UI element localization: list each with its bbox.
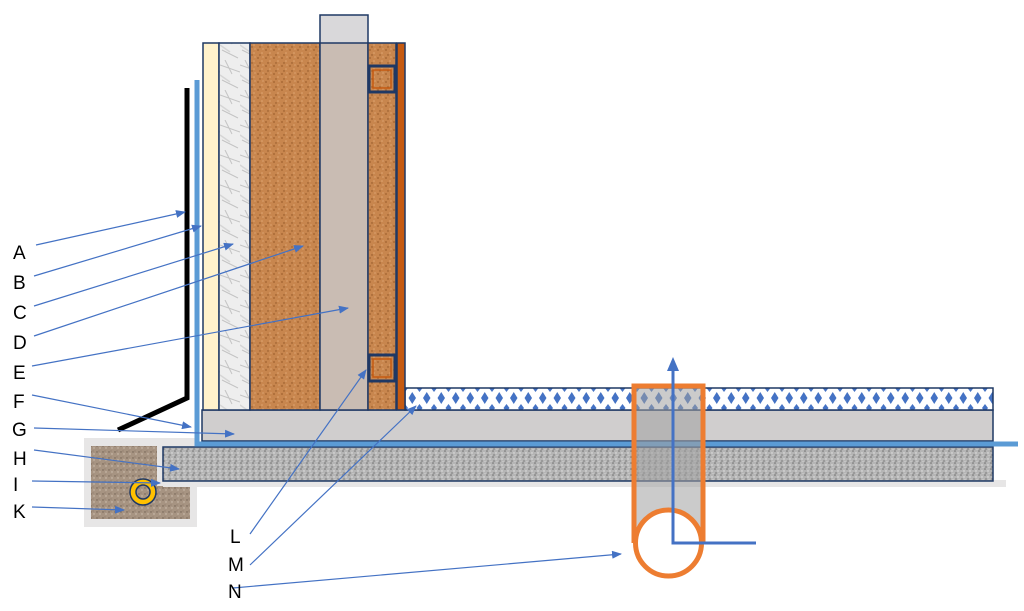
label-C: C <box>13 303 27 324</box>
label-D: D <box>13 333 27 354</box>
label-E: E <box>13 363 26 384</box>
drain-pipe-hole <box>135 484 151 500</box>
label-L: L <box>230 527 241 548</box>
leader-K <box>31 505 125 514</box>
leader-B <box>33 224 202 277</box>
label-F: F <box>13 392 25 413</box>
leader-C <box>33 242 234 307</box>
inner-trim <box>396 42 406 411</box>
label-K: K <box>13 502 26 523</box>
label-H: H <box>13 449 27 470</box>
label-G: G <box>12 420 27 441</box>
column <box>319 42 369 411</box>
membrane-line <box>194 80 1018 447</box>
label-M: M <box>228 555 244 576</box>
batten-bottom-inner <box>372 358 392 378</box>
label-A: A <box>13 243 26 264</box>
gravel-base-shadow <box>163 480 1006 487</box>
label-N: N <box>228 582 242 603</box>
heat-flow-line <box>667 357 756 545</box>
cream-layer <box>202 42 220 411</box>
cork-insulation <box>249 42 321 411</box>
leader-A <box>35 210 186 246</box>
leader-L <box>249 369 367 535</box>
batten-bottom <box>367 353 397 383</box>
inner-cork-layer <box>367 42 397 411</box>
leader-I <box>31 478 161 487</box>
label-I: I <box>13 475 18 496</box>
marble-layer <box>218 42 251 411</box>
borehole-outline <box>631 383 706 543</box>
gravel-base <box>162 446 994 482</box>
batten-top-inner <box>372 69 392 89</box>
concrete-slab <box>201 409 994 442</box>
label-B: B <box>13 273 26 294</box>
leader-N <box>232 550 622 589</box>
column-top <box>319 14 369 46</box>
leader-E <box>31 305 349 367</box>
leader-D <box>33 245 304 337</box>
leader-lines <box>31 210 622 589</box>
leader-G <box>33 427 235 438</box>
leader-F <box>31 394 192 430</box>
leader-H <box>33 449 180 472</box>
batten-top <box>367 64 397 94</box>
flashing-line <box>116 88 190 433</box>
leader-M <box>249 405 417 566</box>
